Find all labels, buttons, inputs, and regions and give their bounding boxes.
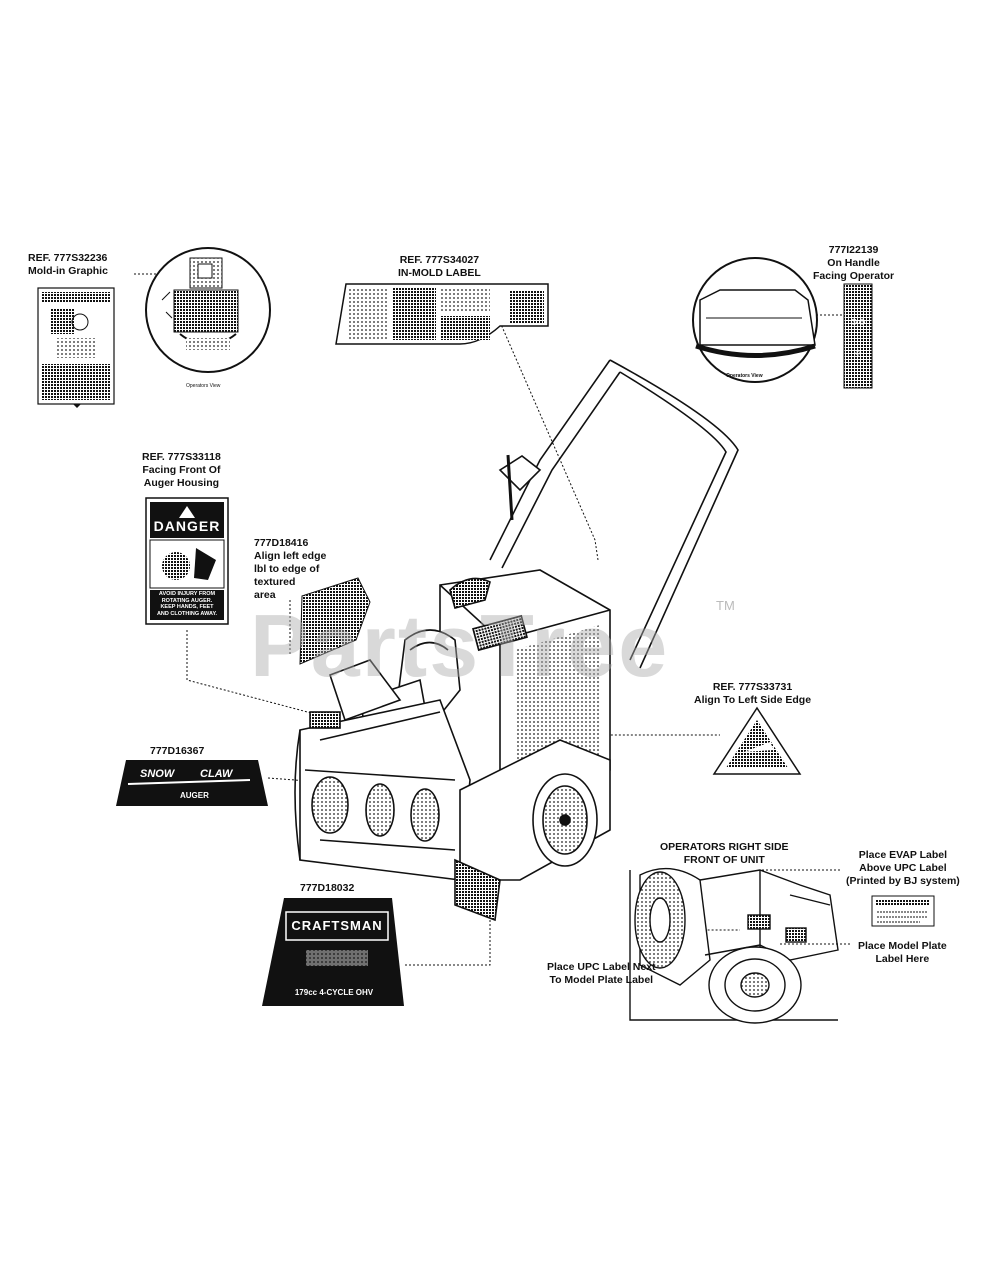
textured-area-label [299, 577, 371, 665]
snow-claw-decal [116, 760, 268, 806]
callout-777d18416: 777D18416 Align left edge lbl to edge of… [254, 537, 327, 601]
callout-model-plate: Place Model Plate Label Here [858, 940, 947, 965]
callout-777d18032: 777D18032 [300, 882, 355, 894]
callout-evap: Place EVAP Label Above UPC Label (Printe… [846, 849, 960, 887]
danger-decal [145, 497, 229, 625]
callout-777i22139: 777I22139 On Handle Facing Operator [813, 244, 895, 282]
callout-777s33731: REF. 777S33731 Align To Left Side Edge [694, 681, 812, 706]
snow-claw-right: CLAW [200, 768, 233, 780]
craftsman-decal [262, 898, 404, 1006]
svg-text:⚙⚙: ⚙⚙ [850, 318, 866, 328]
handle-view-circle: ⚙⚙ ☼ [692, 257, 873, 389]
svg-text:☼: ☼ [854, 349, 862, 359]
craftsman-engine: 179cc 4-CYCLE OHV [294, 988, 374, 997]
decal-777s32236 [37, 287, 115, 408]
danger-title: DANGER [153, 518, 221, 534]
warning-triangle-decal [712, 706, 802, 775]
callout-777s34027: REF. 777S34027 IN-MOLD LABEL [398, 254, 481, 279]
callout-right-side: OPERATORS RIGHT SIDE FRONT OF UNIT [660, 841, 789, 866]
in-mold-label [335, 283, 549, 345]
snow-claw-sub: AUGER [180, 791, 209, 800]
callout-777d16367: 777D16367 [150, 745, 205, 757]
callout-777s33118: REF. 777S33118 Facing Front Of Auger Hou… [142, 451, 221, 489]
craftsman-brand: CRAFTSMAN [291, 918, 383, 933]
right-side-detail [629, 867, 839, 1024]
evap-label-sticker [871, 895, 935, 927]
watermark-tm: TM [716, 598, 735, 613]
snowblower-illustration [294, 359, 739, 922]
operators-view-caption-left: Operators View [186, 383, 221, 389]
danger-text: AVOID INJURY FROM ROTATING AUGER. KEEP H… [156, 591, 218, 617]
mold-in-graphic-circle [145, 247, 271, 373]
callout-upc: Place UPC Label Next To Model Plate Labe… [547, 961, 656, 986]
watermark: PartsTree [250, 596, 670, 695]
snow-claw-left: SNOW [140, 768, 175, 780]
callout-777s32236: REF. 777S32236 Mold-in Graphic [28, 252, 108, 277]
operators-view-caption-right: Operators View [726, 373, 763, 379]
